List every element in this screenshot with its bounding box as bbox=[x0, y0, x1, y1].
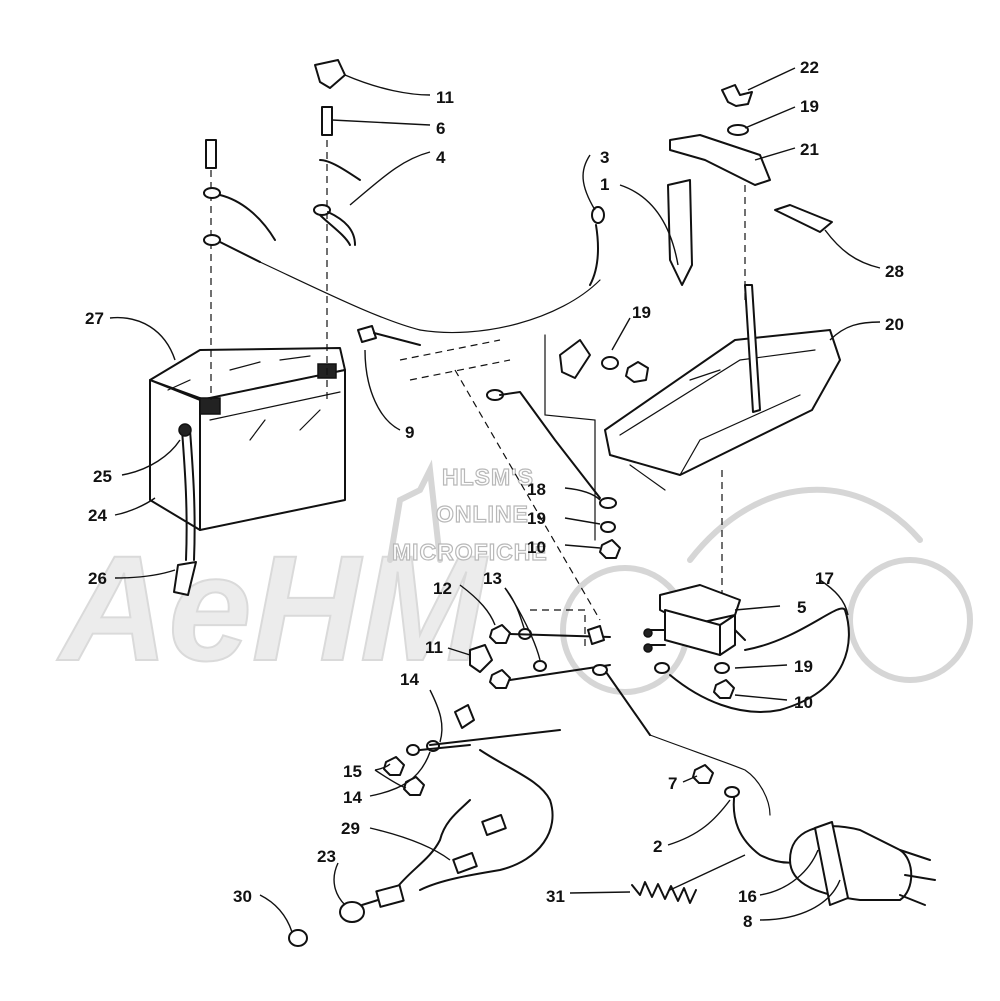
callout-1: 1 bbox=[600, 175, 609, 194]
callout-15: 15 bbox=[343, 762, 362, 781]
callout-2: 2 bbox=[653, 837, 662, 856]
callouts: 11 6 4 3 1 22 19 21 28 27 19 20 9 25 24 … bbox=[85, 58, 904, 931]
callout-14: 14 bbox=[400, 670, 419, 689]
wire-17-terminal bbox=[654, 662, 670, 674]
callout-27: 27 bbox=[85, 309, 104, 328]
terminal-fasteners bbox=[469, 609, 611, 689]
callout-17: 17 bbox=[815, 569, 834, 588]
bracket-washer-nut bbox=[559, 339, 649, 383]
vent-tube bbox=[173, 423, 197, 596]
callout-19: 19 bbox=[527, 509, 546, 528]
callout-12: 12 bbox=[433, 579, 452, 598]
battery-tray bbox=[604, 284, 841, 600]
watermark-logo: AeHM bbox=[55, 459, 973, 695]
callout-31: 31 bbox=[546, 887, 565, 906]
callout-19: 19 bbox=[794, 657, 813, 676]
watermark-line-1: HLSM'S bbox=[442, 464, 534, 490]
switch-23 bbox=[288, 899, 379, 947]
wire-17 bbox=[669, 607, 850, 713]
callout-21: 21 bbox=[800, 140, 819, 159]
svg-text:AeHM: AeHM bbox=[56, 524, 488, 692]
callout-11: 11 bbox=[425, 638, 443, 657]
callout-19: 19 bbox=[800, 97, 819, 116]
bolt-9 bbox=[357, 325, 511, 381]
callout-28: 28 bbox=[885, 262, 904, 281]
callout-3: 3 bbox=[600, 148, 609, 167]
leader-lines bbox=[109, 67, 881, 933]
solenoid-fasteners bbox=[713, 662, 735, 699]
callout-30: 30 bbox=[233, 887, 252, 906]
callout-13: 13 bbox=[483, 569, 502, 588]
starter-motor bbox=[692, 764, 936, 906]
callout-9: 9 bbox=[405, 423, 414, 442]
callout-22: 22 bbox=[800, 58, 819, 77]
rod-18 bbox=[454, 369, 621, 621]
callout-4: 4 bbox=[436, 148, 446, 167]
positive-terminal-parts bbox=[313, 59, 361, 400]
callout-18: 18 bbox=[527, 480, 546, 499]
callout-23: 23 bbox=[317, 847, 336, 866]
callout-26: 26 bbox=[88, 569, 107, 588]
bracket-1 bbox=[667, 179, 693, 286]
callout-6: 6 bbox=[436, 119, 445, 138]
callout-25: 25 bbox=[93, 467, 112, 486]
wiring-harness bbox=[375, 749, 554, 908]
assembly-outline-2 bbox=[629, 464, 666, 491]
watermark-line-3: MICROFICHE bbox=[392, 539, 548, 565]
assembly-outline bbox=[544, 334, 596, 541]
battery bbox=[149, 347, 346, 531]
callout-7: 7 bbox=[668, 774, 677, 793]
spring-31 bbox=[631, 854, 746, 904]
callout-10: 10 bbox=[527, 538, 546, 557]
callout-19: 19 bbox=[632, 303, 651, 322]
callout-14: 14 bbox=[343, 788, 362, 807]
callout-11: 11 bbox=[436, 88, 454, 107]
solenoid bbox=[643, 584, 746, 656]
watermark-text: HLSM'S ONLINE MICROFICHE bbox=[391, 463, 548, 565]
callout-8: 8 bbox=[743, 912, 752, 931]
watermark-line-2: ONLINE bbox=[436, 501, 529, 527]
cable-3 bbox=[589, 206, 605, 286]
callout-24: 24 bbox=[88, 506, 107, 525]
callout-16: 16 bbox=[738, 887, 757, 906]
callout-20: 20 bbox=[885, 315, 904, 334]
fasteners-14-15 bbox=[383, 704, 561, 796]
callout-10: 10 bbox=[794, 693, 813, 712]
callout-5: 5 bbox=[797, 598, 806, 617]
negative-terminal-parts bbox=[203, 139, 601, 400]
callout-29: 29 bbox=[341, 819, 360, 838]
hold-down-parts bbox=[669, 84, 833, 300]
